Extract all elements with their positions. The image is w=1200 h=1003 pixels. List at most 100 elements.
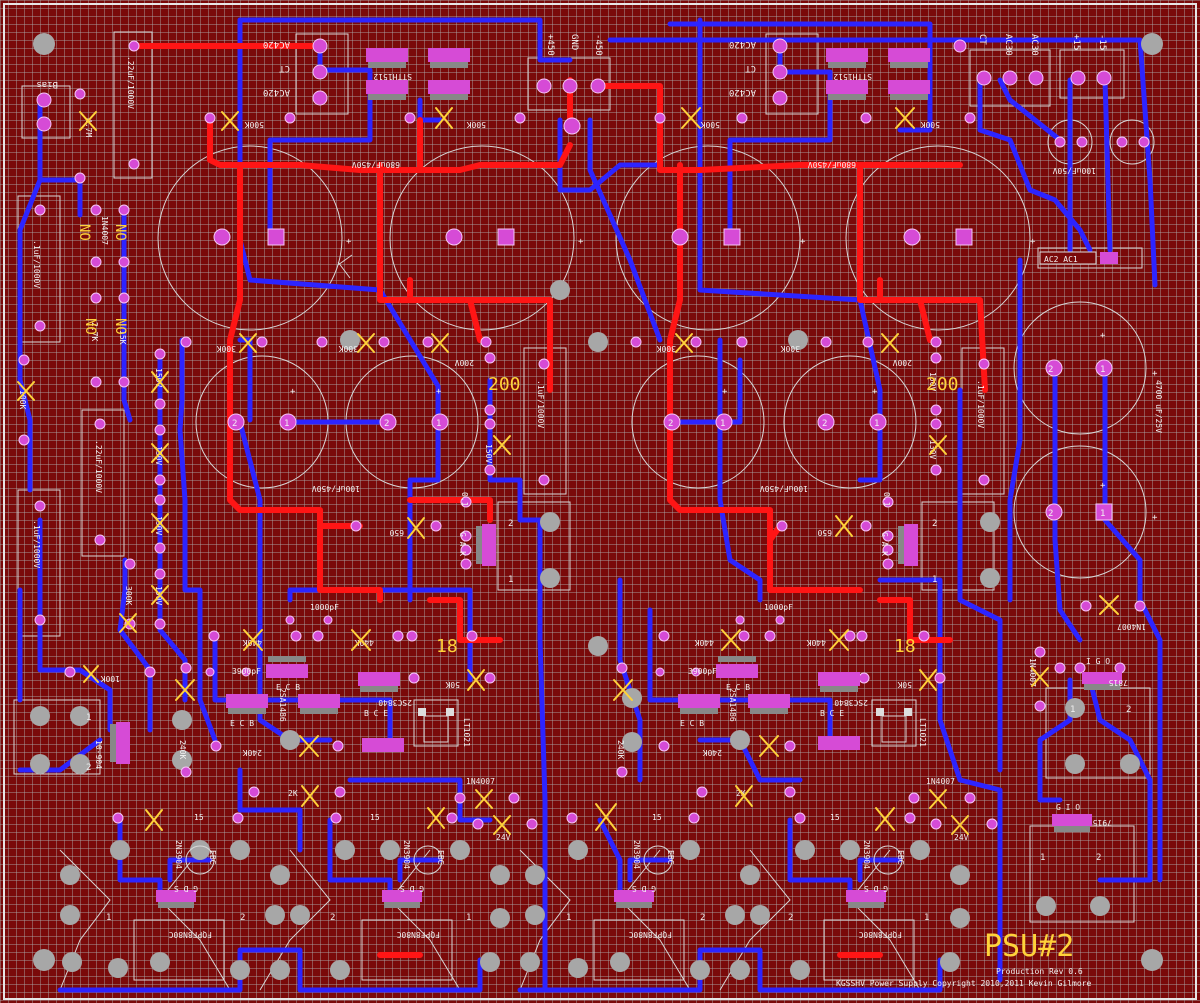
label-z200v-b: 200V — [893, 358, 912, 367]
label-ecb-c: E C B — [726, 683, 750, 692]
label-fqpf-b: FQPF8N80C — [396, 930, 440, 939]
label-fqpf-d: FQPF8N80C — [858, 930, 902, 939]
label-z150v-a: 150V — [154, 368, 163, 387]
label-r440k-d: 440K — [807, 638, 826, 647]
label-r500k-d: 500K — [921, 120, 940, 129]
label-r300k-side: 300K — [124, 586, 133, 605]
label-r240k-b: 240K — [178, 740, 187, 759]
svg-text:+: + — [1152, 369, 1158, 379]
title-line2: KGSSHV Power Supply Copyright 2010,2011 … — [836, 979, 1091, 988]
label-r300k-a: 300K — [217, 344, 236, 353]
label-right-ct: CT — [745, 63, 756, 73]
label-c3900pf-a: 3900pF — [232, 667, 261, 676]
label-lt1021-a: LT1021 — [462, 718, 471, 747]
svg-text:+: + — [290, 387, 296, 397]
svg-text:2: 2 — [384, 419, 389, 429]
svg-text:1: 1 — [106, 913, 111, 923]
label-ecb-a: E C B — [276, 683, 300, 692]
label-minus15: -15 — [1097, 34, 1107, 50]
label-2n3904-b: 2N3904 — [402, 840, 411, 869]
label-ac2ac1: AC2 AC1 — [1044, 255, 1078, 264]
label-stth-right: STTH1512 — [833, 72, 872, 81]
svg-text:2: 2 — [1096, 853, 1101, 863]
label-ecb-b: E C B — [230, 719, 254, 728]
label-ebc-a: EBC — [208, 850, 217, 865]
label-ct30: CT — [977, 34, 987, 45]
label-r15-b: 15 — [370, 813, 380, 822]
label-gnd: GND — [569, 34, 579, 50]
svg-text:+: + — [1030, 237, 1036, 247]
label-gak-b: G A K — [880, 532, 889, 556]
label-1n4007-c: 1N4007 — [926, 777, 955, 786]
svg-text:1: 1 — [1070, 705, 1075, 715]
svg-text:1: 1 — [284, 419, 289, 429]
label-lt1021-b: LT1021 — [918, 718, 927, 747]
handwritten-text: NO NO NO NO 200 200 18 18 PSU#2 — [76, 224, 1074, 964]
label-r650-b: 650 — [817, 528, 832, 537]
label-fqpf-c: FQPF8N80C — [628, 930, 672, 939]
label-cap680-left: 680uF/450V — [352, 160, 400, 169]
label-2n3904-a: 2N3904 — [174, 840, 183, 869]
svg-text:+: + — [1100, 331, 1106, 341]
hand-200-a: 200 — [488, 374, 521, 395]
label-cap22-left: .22uF/1000V — [126, 56, 135, 109]
label-7815: 7815 — [1109, 678, 1128, 687]
svg-text:1: 1 — [1040, 853, 1045, 863]
label-c100uf50: 100uF/50V — [1052, 166, 1096, 175]
label-2sc-b: 2SC3840 — [834, 698, 868, 707]
label-1n4007-d: 1N4007 — [1117, 622, 1146, 631]
label-r2k-a: 2K — [288, 789, 298, 798]
svg-text:2: 2 — [668, 419, 673, 429]
label-r0-1-a: 0.1 — [460, 492, 469, 507]
label-igo: I G O — [1086, 657, 1110, 666]
svg-text:2: 2 — [232, 419, 237, 429]
label-z24v-b: 24V — [954, 833, 969, 842]
svg-text:+: + — [1100, 481, 1106, 491]
svg-text:1: 1 — [874, 419, 879, 429]
label-c4700: 4700 uF/25V — [1154, 380, 1163, 433]
svg-text:2: 2 — [240, 913, 245, 923]
title-line1: Production Rev 0.6 — [996, 967, 1083, 976]
hand-no-a: NO — [76, 224, 92, 241]
label-stth-left: STTH1512 — [373, 72, 412, 81]
svg-text:+: + — [346, 237, 352, 247]
label-cap100-right: 100uF/450V — [760, 484, 808, 493]
cap-outlines — [157, 119, 1155, 579]
svg-text:1: 1 — [466, 913, 471, 923]
hand-no-c: NO — [82, 318, 98, 335]
label-2n3904-d: 2N3904 — [862, 840, 871, 869]
svg-text:1: 1 — [566, 913, 571, 923]
label-r50k-b: 50K — [897, 680, 912, 689]
svg-text:+: + — [1152, 513, 1158, 523]
label-r4-7m: 4.7M — [84, 118, 93, 137]
label-r240k-a: 240K — [243, 748, 262, 757]
label-z150v-d: 150V — [484, 444, 493, 463]
label-r2-7k: 2.7K — [90, 322, 99, 341]
label-gak-a: G A K — [458, 532, 467, 556]
label-gds-d: G D S — [864, 884, 888, 893]
label-cap680-right: 680uF/450V — [808, 160, 856, 169]
label-c1000pf-b: 1000pF — [764, 603, 793, 612]
label-2sa-b: 2SA1486 — [728, 688, 737, 722]
svg-text:1: 1 — [932, 575, 937, 585]
label-bce-b: B C E — [820, 709, 844, 718]
svg-text:2: 2 — [700, 913, 705, 923]
footprints — [110, 48, 1122, 908]
label-bce-a: B C E — [364, 709, 388, 718]
label-7915: 7915 — [1093, 818, 1112, 827]
label-plus450: +450 — [545, 34, 555, 56]
hand-no-d: NO — [112, 318, 128, 335]
top-layer-traces — [137, 43, 988, 958]
label-gio: G I O — [1056, 803, 1080, 812]
label-r440k-a: 440K — [243, 638, 262, 647]
label-z150v-r: 150V — [928, 372, 937, 391]
hand-no-b: NO — [112, 224, 128, 241]
label-r100k-bottom: 100K — [101, 674, 120, 683]
psu-handwritten-label: PSU#2 — [984, 929, 1074, 964]
label-right-ac: AC420 — [729, 39, 756, 49]
label-gds-a: G D S — [174, 884, 198, 893]
svg-text:+: + — [800, 237, 806, 247]
label-cap1-right: .1uF/1000V — [976, 380, 985, 428]
label-r15-d: 15 — [830, 813, 840, 822]
label-gds-c: G D S — [632, 884, 656, 893]
